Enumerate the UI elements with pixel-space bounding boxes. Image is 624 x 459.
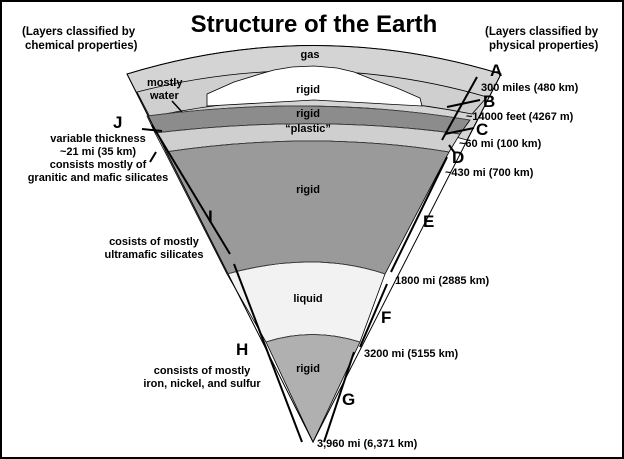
label-H-line-1: consists of mostly xyxy=(154,365,251,377)
rigid-cap xyxy=(206,65,423,107)
letter-I: I xyxy=(208,207,213,226)
label-C-depth: ~60 mi (100 km) xyxy=(459,138,542,150)
label-I-line-1: cosists of mostly xyxy=(109,236,200,248)
letter-G: G xyxy=(342,390,355,409)
label-A-depth: 300 miles (480 km) xyxy=(481,82,579,94)
label-E-depth: 1800 mi (2885 km) xyxy=(395,275,490,287)
water-pointer xyxy=(171,100,183,113)
label-J-line-3: consists mostly of xyxy=(50,159,147,171)
header-left-line-1: (Layers classified by xyxy=(22,26,136,38)
letter-F: F xyxy=(381,308,391,327)
letter-C: C xyxy=(476,120,488,139)
label-F-depth: 3200 mi (5155 km) xyxy=(364,348,459,360)
layer-boundaries xyxy=(146,105,471,343)
letter-H: H xyxy=(236,340,248,359)
rigid-band-label: rigid xyxy=(296,108,320,120)
liquid-label: liquid xyxy=(293,293,322,305)
wedge-outline xyxy=(126,45,502,444)
label-D-depth: ~430 mi (700 km) xyxy=(445,167,534,179)
rigid-core-label: rigid xyxy=(296,363,320,375)
letter-J: J xyxy=(113,113,122,132)
rigid-top-label: rigid xyxy=(296,84,320,96)
left-brackets xyxy=(141,124,303,443)
page-title: Structure of the Earth xyxy=(191,11,438,38)
label-B-depth: ~14000 feet (4267 m) xyxy=(466,111,574,123)
label-G-depth: 3,960 mi (6,371 km) xyxy=(317,438,418,450)
rigid-mantle-label: rigid xyxy=(296,184,320,196)
header-left-line-2: chemical properties) xyxy=(25,40,138,52)
label-J-line-4: granitic and mafic silicates xyxy=(28,172,169,184)
label-I-line-2: ultramafic silicates xyxy=(104,249,203,261)
mostly-water-label-2: water xyxy=(149,90,179,102)
inner-core-layer xyxy=(265,334,361,443)
label-J-line-1: variable thickness xyxy=(50,133,145,145)
right-brackets xyxy=(323,76,481,443)
mostly-water-label-1: mostly xyxy=(147,77,183,89)
label-H-line-2: iron, nickel, and sulfur xyxy=(143,378,261,390)
letter-A: A xyxy=(490,61,502,80)
label-J-line-2: ~21 mi (35 km) xyxy=(60,146,136,158)
header-right-line-1: (Layers classified by xyxy=(485,26,599,38)
header-right-line-2: physical properties) xyxy=(489,40,598,52)
letter-D: D xyxy=(452,148,464,167)
letter-B: B xyxy=(483,92,495,111)
plastic-label: “plastic” xyxy=(285,123,331,135)
gas-label: gas xyxy=(301,49,320,61)
letter-E: E xyxy=(423,212,434,231)
